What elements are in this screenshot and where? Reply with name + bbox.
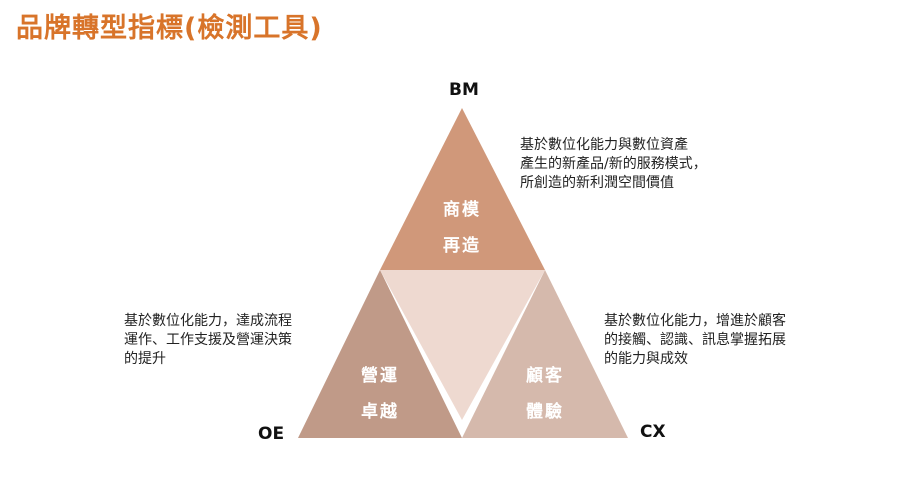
oe-description-line: 的提升 [124, 351, 166, 367]
right-triangle-label: 顧客 體驗 [500, 358, 590, 430]
bm-description-line: 基於數位化能力與數位資產 [520, 137, 688, 153]
top-triangle [380, 108, 545, 270]
cx-description-line: 基於數位化能力，增進於顧客 [604, 313, 786, 329]
cx-description-line: 的接觸、認識、訊息掌握拓展 [604, 332, 786, 348]
vertex-label-oe: OE [258, 424, 285, 444]
page-title: 品牌轉型指標(檢測工具) [16, 13, 323, 44]
left-triangle-line1: 營運 [361, 366, 399, 386]
top-triangle-label: 商模 再造 [417, 192, 507, 264]
bm-description-line: 所創造的新利潤空間價值 [520, 175, 674, 191]
cx-description: 基於數位化能力，增進於顧客 的接觸、認識、訊息掌握拓展 的能力與成效 [604, 312, 786, 369]
right-triangle-line2: 體驗 [526, 402, 564, 422]
top-triangle-line1: 商模 [443, 200, 481, 220]
right-triangle-line1: 顧客 [526, 366, 564, 386]
cx-description-line: 的能力與成效 [604, 351, 688, 367]
vertex-label-cx: CX [640, 422, 666, 442]
left-triangle [298, 270, 462, 438]
left-triangle-line2: 卓越 [361, 402, 399, 422]
center-triangle [380, 270, 545, 420]
left-triangle-label: 營運 卓越 [335, 358, 425, 430]
oe-description-line: 運作、工作支援及營運決策 [124, 332, 292, 348]
top-triangle-line2: 再造 [443, 236, 481, 256]
right-triangle [462, 270, 628, 438]
oe-description: 基於數位化能力，達成流程 運作、工作支援及營運決策 的提升 [124, 312, 292, 369]
bm-description-line: 產生的新產品/新的服務模式， [520, 156, 707, 172]
vertex-label-bm: BM [449, 80, 479, 100]
bm-description: 基於數位化能力與數位資產 產生的新產品/新的服務模式， 所創造的新利潤空間價值 [520, 136, 707, 193]
oe-description-line: 基於數位化能力，達成流程 [124, 313, 292, 329]
